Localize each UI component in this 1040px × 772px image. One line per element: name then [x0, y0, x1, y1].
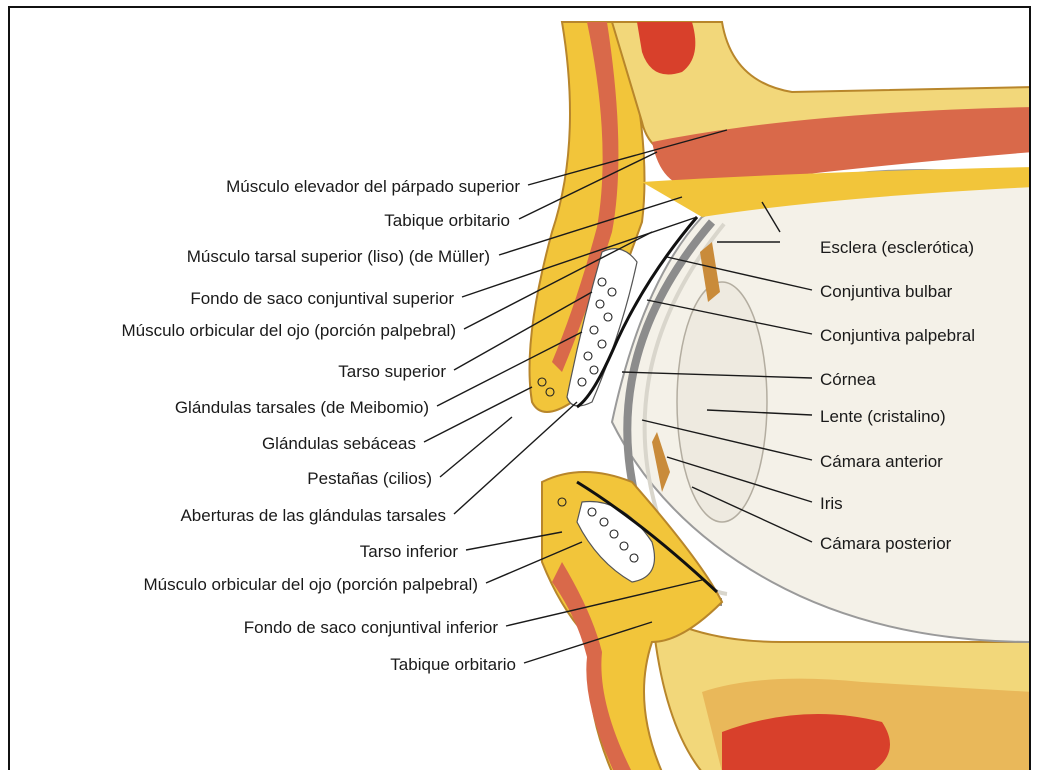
label-inferior-fornix: Fondo de saco conjuntival inferior: [244, 618, 499, 637]
label-tarsal-gland-openings: Aberturas de las glándulas tarsales: [180, 506, 446, 525]
label-inferior-tarsus: Tarso inferior: [360, 542, 459, 561]
label-muller-muscle: Músculo tarsal superior (liso) (de Mülle…: [187, 247, 490, 266]
label-sebaceous-glands: Glándulas sebáceas: [262, 434, 416, 453]
label-bulbar-conjunctiva: Conjuntiva bulbar: [820, 282, 953, 301]
label-superior-tarsus: Tarso superior: [338, 362, 446, 381]
label-orbital-septum-upper: Tabique orbitario: [384, 211, 510, 230]
label-iris: Iris: [820, 494, 843, 513]
label-meibomian-glands: Glándulas tarsales (de Meibomio): [175, 398, 429, 417]
figure-frame: Músculo elevador del párpado superior Ta…: [8, 6, 1031, 770]
label-sclera: Esclera (esclerótica): [820, 238, 974, 257]
leader-line: [424, 387, 532, 442]
label-superior-fornix: Fondo de saco conjuntival superior: [190, 289, 454, 308]
label-palpebral-conjunctiva: Conjuntiva palpebral: [820, 326, 975, 345]
lens: [677, 282, 767, 522]
label-orbicularis-upper: Músculo orbicular del ojo (porción palpe…: [121, 321, 456, 340]
eyelid-anatomy-diagram: Músculo elevador del párpado superior Ta…: [10, 8, 1031, 770]
anatomy-illustration: [530, 22, 1032, 770]
label-cornea: Córnea: [820, 370, 876, 389]
label-posterior-chamber: Cámara posterior: [820, 534, 952, 553]
label-orbital-septum-lower: Tabique orbitario: [390, 655, 516, 674]
label-anterior-chamber: Cámara anterior: [820, 452, 943, 471]
left-labels: Músculo elevador del párpado superior Ta…: [121, 177, 520, 674]
label-lens: Lente (cristalino): [820, 407, 946, 426]
leader-line: [440, 417, 512, 477]
label-eyelashes: Pestañas (cilios): [307, 469, 432, 488]
label-levator-muscle: Músculo elevador del párpado superior: [226, 177, 520, 196]
label-orbicularis-lower: Músculo orbicular del ojo (porción palpe…: [143, 575, 478, 594]
